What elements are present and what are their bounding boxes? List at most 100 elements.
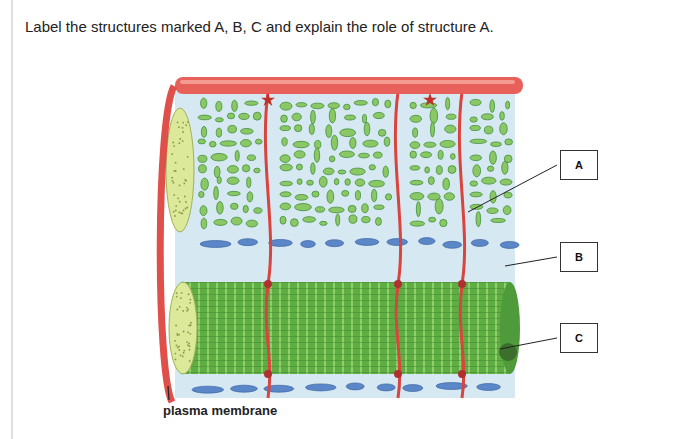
reticulum-tubule bbox=[429, 217, 436, 222]
reticulum-tubule bbox=[436, 166, 442, 175]
reticulum-tubule bbox=[444, 193, 454, 200]
reticulum-tubule bbox=[378, 129, 385, 136]
myofilament-dot bbox=[179, 306, 181, 308]
myofilament-dot bbox=[189, 349, 191, 351]
reticulum-tubule bbox=[420, 152, 431, 158]
reticulum-tubule bbox=[470, 117, 477, 122]
reticulum-tubule bbox=[440, 219, 447, 226]
myofilament-dot bbox=[189, 302, 191, 304]
box-letter: C bbox=[575, 332, 583, 344]
terminal-cisterna bbox=[231, 385, 258, 392]
t-tubule-opening bbox=[261, 93, 275, 106]
reticulum-tubule bbox=[371, 189, 376, 202]
terminal-cisterna bbox=[443, 241, 462, 248]
reticulum-tubule bbox=[232, 100, 238, 111]
reticulum-tubule bbox=[214, 166, 220, 177]
reticulum-tubule bbox=[438, 150, 443, 159]
leader-line bbox=[505, 257, 557, 266]
myofilament-dots bbox=[171, 121, 192, 362]
myofilament-dot bbox=[176, 292, 178, 294]
reticulum-tubule bbox=[201, 126, 206, 137]
t-tubule-junction bbox=[264, 370, 272, 378]
reticulum-tubule bbox=[339, 151, 354, 157]
terminal-cisterna bbox=[269, 239, 293, 246]
myofilament-dot bbox=[182, 131, 184, 133]
reticulum-tubule bbox=[384, 137, 390, 146]
myofilament-dot bbox=[188, 342, 190, 344]
reticulum-tubule bbox=[364, 122, 370, 135]
reticulum-tubule bbox=[315, 207, 324, 213]
myofilament-dot bbox=[174, 340, 176, 342]
reticulum-tubule bbox=[410, 180, 423, 185]
reticulum-tubule bbox=[309, 124, 314, 135]
reticulum-tubule bbox=[410, 221, 425, 226]
myofilament-dot bbox=[176, 296, 178, 298]
myofilament-dot bbox=[189, 345, 191, 347]
reticulum-tubule bbox=[235, 150, 239, 161]
reticulum-tubule bbox=[372, 98, 378, 105]
reticulum-tubule bbox=[443, 178, 450, 190]
reticulum-tubule bbox=[470, 181, 478, 186]
reticulum-tubule bbox=[323, 168, 334, 175]
reticulum-tubule bbox=[254, 168, 260, 173]
myofilament-dot bbox=[178, 142, 180, 144]
reticulum-tubule bbox=[350, 168, 365, 175]
reticulum-tubule bbox=[374, 205, 384, 209]
myofilament-dot bbox=[183, 168, 185, 170]
myofilament-dot bbox=[183, 350, 185, 352]
myofilament-dot bbox=[173, 145, 175, 147]
reticulum-tubule bbox=[416, 202, 420, 217]
reticulum-tubule bbox=[242, 165, 249, 172]
sarcolemma-edge bbox=[160, 86, 174, 402]
myofilament-dot bbox=[189, 360, 191, 362]
myofilament-dot bbox=[173, 194, 175, 196]
reticulum-tubule bbox=[490, 191, 496, 203]
reticulum-tubule bbox=[410, 193, 424, 200]
reticulum-tubule bbox=[280, 181, 293, 186]
reticulum-tubule bbox=[344, 104, 351, 109]
reticulum-tubule bbox=[227, 166, 238, 173]
myofilament-dot bbox=[184, 179, 186, 181]
myofilament-dot bbox=[178, 211, 180, 213]
reticulum-tubule bbox=[303, 217, 316, 223]
reticulum-tubule bbox=[376, 217, 382, 225]
sarcoplasm bbox=[175, 92, 515, 398]
t-tubule bbox=[265, 92, 270, 398]
terminal-cisterna bbox=[419, 238, 436, 245]
reticulum-tubule bbox=[280, 126, 290, 131]
myofilament-dot bbox=[177, 121, 179, 123]
myofilament-dot bbox=[186, 341, 188, 343]
reticulum-tubule bbox=[200, 206, 207, 216]
myofilament-dot bbox=[179, 201, 181, 203]
myofilament-dot bbox=[186, 307, 188, 309]
reticulum-tubule bbox=[294, 151, 305, 158]
myofilament-dot bbox=[180, 212, 182, 214]
myofilament-dot bbox=[181, 292, 183, 294]
reticulum-tubule bbox=[410, 166, 420, 170]
t-tubule-opening bbox=[423, 93, 437, 106]
reticulum-tubule bbox=[362, 216, 370, 222]
reticulum-tubule bbox=[481, 114, 493, 120]
t-tubule bbox=[459, 92, 464, 398]
reticulum-tubule bbox=[319, 176, 327, 187]
reticulum-tubule bbox=[201, 98, 207, 108]
reticulum-tubule bbox=[312, 191, 319, 197]
reticulum-tubule bbox=[470, 139, 487, 143]
reticulum-tubule bbox=[295, 194, 308, 200]
reticulum-tubule bbox=[296, 164, 302, 170]
reticulum-tubule bbox=[241, 140, 252, 147]
terminal-cisterna bbox=[500, 241, 519, 248]
reticulum-tubule bbox=[280, 102, 292, 110]
leader-line bbox=[468, 165, 557, 212]
reticulum-tubule bbox=[502, 161, 508, 174]
myofilament-dot bbox=[173, 211, 175, 213]
myofilament-dot bbox=[185, 180, 187, 182]
reticulum-tubule bbox=[198, 115, 211, 120]
reticulum-tubule bbox=[311, 103, 324, 109]
reticulum-tubule bbox=[247, 155, 255, 161]
myofilament-dot bbox=[180, 354, 182, 356]
reticulum-tubule bbox=[355, 191, 360, 200]
t-tubule-junction bbox=[264, 280, 272, 288]
myofilament-dot bbox=[174, 170, 176, 172]
